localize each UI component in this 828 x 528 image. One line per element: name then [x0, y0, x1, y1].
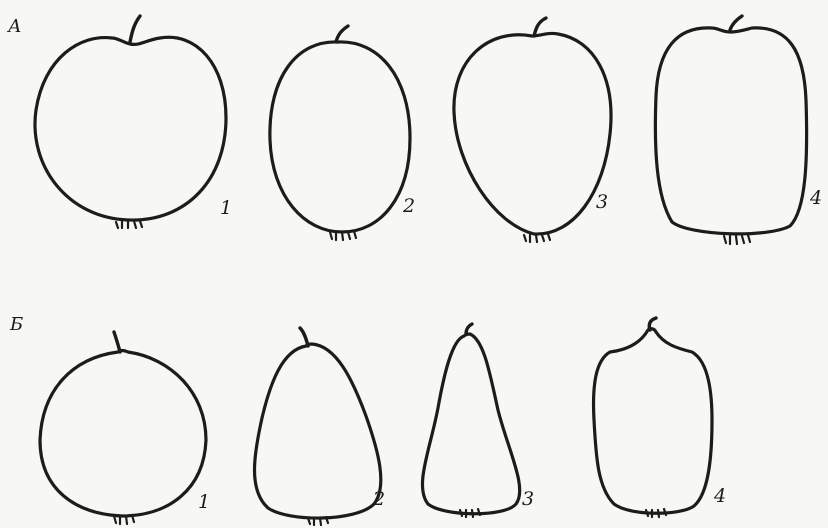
fruit-b-2: 2 — [255, 328, 386, 525]
fruit-number: 1 — [198, 491, 210, 513]
stem — [114, 332, 120, 352]
fruit-outline — [255, 344, 381, 518]
fruit-number: 3 — [522, 488, 534, 510]
row-a: А 1 2 3 4 — [6, 16, 822, 244]
row-label-a: А — [6, 16, 22, 37]
row-label-b: Б — [9, 314, 23, 335]
fruit-number: 4 — [809, 187, 822, 209]
fruit-b-1: 1 — [40, 332, 210, 524]
fruit-number: 2 — [402, 195, 415, 217]
fruit-outline — [270, 42, 410, 232]
calyx — [116, 221, 142, 228]
fruit-number: 1 — [220, 197, 232, 219]
calyx — [524, 234, 550, 242]
fruit-outline — [655, 28, 806, 234]
fruit-a-1: 1 — [35, 16, 232, 228]
row-b: Б 1 2 3 4 — [9, 314, 726, 525]
stem — [130, 16, 140, 42]
fruit-b-4: 4 — [594, 318, 727, 517]
fruit-outline — [40, 351, 206, 517]
fruit-number: 2 — [372, 488, 385, 510]
stem — [730, 16, 742, 30]
calyx — [724, 235, 750, 244]
fruit-number: 4 — [713, 485, 726, 507]
fruit-b-3: 3 — [422, 324, 534, 517]
stem — [336, 26, 348, 42]
fruit-outline — [35, 37, 226, 220]
fruit-outline — [594, 329, 712, 514]
fruit-a-3: 3 — [454, 18, 611, 242]
fruit-outline — [454, 33, 611, 234]
fruit-outline — [422, 334, 519, 514]
fruit-a-4: 4 — [655, 16, 822, 244]
fruit-a-2: 2 — [270, 26, 415, 240]
stem — [300, 328, 308, 346]
fruit-number: 3 — [596, 191, 608, 213]
